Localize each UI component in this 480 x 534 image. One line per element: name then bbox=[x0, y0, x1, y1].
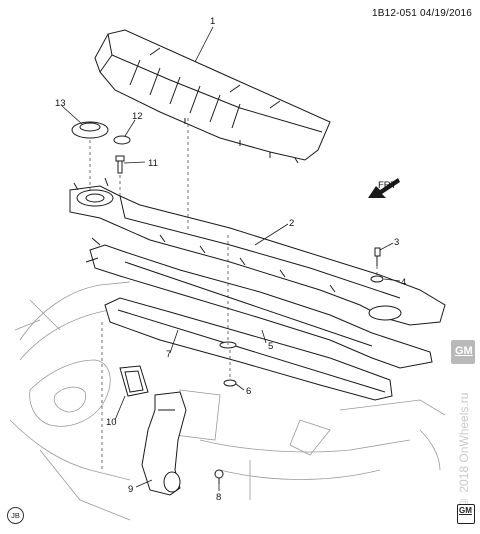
callout-9: 9 bbox=[128, 484, 133, 495]
callout-4: 4 bbox=[401, 277, 406, 288]
diagram-code: 1B12-051 04/19/2016 bbox=[372, 8, 472, 19]
part-4-clip bbox=[370, 275, 384, 283]
part-13-plug bbox=[71, 121, 109, 139]
watermark: © 2018 OnWheels.ru bbox=[457, 392, 471, 510]
front-direction-arrow-icon bbox=[368, 178, 400, 198]
part-5-cowl-crossbar bbox=[85, 237, 433, 369]
part-11-bolt bbox=[115, 155, 125, 174]
leader-lines bbox=[61, 26, 401, 491]
part-9-air-inlet-duct bbox=[141, 391, 187, 496]
callout-7: 7 bbox=[166, 349, 171, 360]
part-2-upper-cowl-panel bbox=[69, 177, 446, 326]
part-6-clip bbox=[223, 379, 237, 387]
callout-11: 11 bbox=[148, 158, 158, 169]
corner-badge: JB bbox=[7, 507, 24, 524]
alignment-lines bbox=[89, 118, 378, 470]
part-8-fastener bbox=[214, 469, 224, 484]
front-direction-label: FRT bbox=[378, 180, 396, 191]
callout-13: 13 bbox=[55, 98, 66, 109]
part-3-screw bbox=[374, 247, 381, 266]
callout-1: 1 bbox=[210, 16, 215, 27]
part-10-duct-seal bbox=[119, 365, 149, 397]
callout-12: 12 bbox=[132, 111, 143, 122]
gm-logo-small: GM bbox=[457, 504, 475, 524]
vehicle-body-outline bbox=[9, 281, 446, 521]
gm-logo: GM bbox=[451, 340, 475, 364]
callout-8: 8 bbox=[216, 492, 221, 503]
part-7-lower-seal-panel bbox=[104, 297, 393, 401]
callout-5: 5 bbox=[268, 341, 273, 352]
callout-10: 10 bbox=[106, 417, 117, 428]
callout-6: 6 bbox=[246, 386, 251, 397]
callout-2: 2 bbox=[289, 218, 294, 229]
part-12-grommet bbox=[113, 135, 131, 145]
callout-3: 3 bbox=[394, 237, 399, 248]
part-1-cowl-vent-panel bbox=[94, 29, 331, 164]
